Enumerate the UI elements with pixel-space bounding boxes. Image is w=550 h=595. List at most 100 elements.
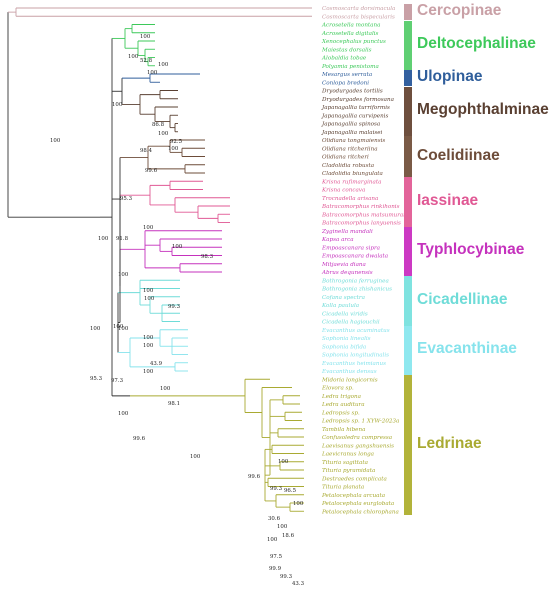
- taxon-label: Xenocephalus punctus: [321, 39, 386, 45]
- support-value: 98.3: [201, 254, 214, 260]
- support-value: 96.5: [284, 488, 297, 494]
- support-value: 99.6: [248, 474, 261, 480]
- taxon-label: Tituria pyramidata: [322, 468, 375, 474]
- taxon-label: Japanagallia spinosa: [321, 122, 380, 128]
- support-value: 100: [143, 343, 154, 349]
- support-value: 100: [112, 102, 123, 108]
- support-value: 98.4: [140, 148, 153, 154]
- taxon-label: Ledra auditura: [321, 402, 365, 408]
- taxon-label: Evacanthus heimianus: [321, 361, 386, 367]
- support-value: 43.9: [150, 361, 163, 367]
- support-value: 91.8: [116, 236, 129, 242]
- support-value: 100: [113, 324, 124, 330]
- taxon-label: Olidiana ritcheriina: [322, 146, 378, 152]
- taxon-label: Kolla paulula: [321, 303, 359, 309]
- clade-bar: [404, 226, 412, 276]
- taxon-label: Japanagallia curvipenis: [321, 113, 388, 119]
- taxon-label: Petalocephala eurglobata: [321, 501, 394, 507]
- taxon-label: Confusoledra compressa: [322, 435, 392, 441]
- support-value: 100: [190, 454, 201, 460]
- taxon-label: Tambila hibena: [322, 427, 365, 433]
- support-value: 100: [158, 62, 169, 68]
- clade-label: Typhlocybinae: [417, 241, 525, 259]
- taxon-label: Laevisanus gangshuensis: [321, 443, 394, 449]
- taxon-label: Laevicranus longa: [321, 452, 374, 458]
- support-value: 100: [144, 296, 155, 302]
- taxon-label: Petalocephala chlorophana: [321, 509, 399, 515]
- support-value: 100: [158, 131, 169, 137]
- support-value: 97.3: [111, 378, 124, 384]
- taxon-label: Krisna rufimarginata: [321, 179, 381, 185]
- clade-bar: [404, 20, 412, 70]
- taxon-label: Japanagallia turriformis: [321, 105, 390, 111]
- taxon-label: Maiestas dorsalis: [321, 47, 372, 53]
- taxon-label: Empoascanara dwalata: [321, 254, 388, 260]
- clade-label: Ledrinae: [417, 435, 482, 453]
- support-value: 99.6: [145, 168, 158, 174]
- clade-bar: [404, 177, 412, 227]
- support-value: 95.3: [90, 376, 103, 382]
- taxon-label: Dryodurgades formosana: [321, 97, 394, 103]
- taxon-label: Bothrogonia ferruginea: [321, 278, 389, 284]
- clade-label: Iassinae: [417, 191, 479, 209]
- support-value: 100: [147, 70, 158, 76]
- support-value: 100: [143, 225, 154, 231]
- taxon-label: Batracomorphus rinkihonis: [321, 204, 400, 210]
- support-value: 100: [50, 138, 61, 144]
- taxon-label: Japanagallia malaisei: [321, 130, 383, 136]
- support-value: 100: [98, 236, 109, 242]
- support-value: 18.6: [282, 533, 295, 539]
- taxon-label: Evacanthus densus: [321, 369, 377, 375]
- taxon-label: Alobaldia tobae: [321, 56, 367, 62]
- clade-label: Coelidiinae: [417, 146, 500, 164]
- taxon-label: Mitjaevia diana: [321, 262, 366, 268]
- support-value: 52.8: [140, 58, 153, 64]
- taxon-label: Batracomorphus lanyuensis: [321, 221, 401, 227]
- clade-bar: [404, 86, 412, 136]
- support-value: 100: [278, 459, 289, 465]
- taxon-label: Cosmoscarta dorsimacula: [322, 6, 395, 12]
- support-value: 100: [293, 501, 304, 507]
- clade-label: Cercopinae: [417, 2, 502, 20]
- taxon-label: Midoria longicornis: [321, 377, 378, 383]
- clade-label: Megophthalminae: [417, 101, 549, 119]
- taxon-label: Conlopa bredoni: [322, 80, 369, 86]
- taxon-label: Trocnadella arisana: [322, 196, 378, 202]
- support-value: 100: [118, 272, 129, 278]
- taxon-label: Sophonia bifida: [322, 344, 366, 350]
- taxon-label: Cosmoscarta bispecularis: [322, 14, 395, 20]
- support-value: 30.6: [268, 516, 281, 522]
- support-value: 100: [160, 386, 171, 392]
- support-value: 95.3: [120, 196, 133, 202]
- support-value: 100: [172, 244, 183, 250]
- taxon-label: Batracomorphus matsumurai: [321, 212, 405, 218]
- taxon-label: Evacanthus acuminatus: [321, 328, 390, 334]
- support-value: 100: [168, 146, 179, 152]
- clade-label: Evacanthinae: [417, 340, 517, 358]
- support-value: 43.3: [292, 581, 305, 587]
- taxon-label: Petalocephala arcuata: [321, 493, 385, 499]
- taxon-label: Sophonia longitudinalis: [322, 353, 389, 359]
- taxon-label: Cicadella hagiouchii: [322, 320, 380, 326]
- support-value: 100: [140, 34, 151, 40]
- taxon-label: Tituria sagittata: [322, 460, 368, 466]
- support-value: 99.6: [133, 436, 146, 442]
- taxon-label: Olidiana ritcheri: [322, 155, 369, 161]
- support-value: 100: [277, 524, 288, 530]
- taxon-label: Elovora sp.: [321, 386, 354, 392]
- support-value: 100: [128, 54, 139, 60]
- taxon-label: Polyamia penistoma: [321, 64, 379, 70]
- support-value: 97.5: [270, 554, 283, 560]
- taxon-label: Mesargus serrata: [321, 72, 372, 78]
- support-value: 100: [267, 537, 278, 543]
- clade-bar: [404, 70, 412, 87]
- support-value: 92.5: [170, 139, 183, 145]
- taxon-label: Cofana spectra: [322, 295, 365, 301]
- support-value: 100: [143, 369, 154, 375]
- taxon-label: Acrosetella digitalis: [321, 31, 379, 37]
- support-value: 99.3: [168, 304, 181, 310]
- taxon-label: Ledropsis sp. 1 XYW-2023a: [321, 419, 399, 425]
- taxon-label: Acrosetella montana: [321, 23, 380, 29]
- taxon-label: Ledropsis sp.: [321, 410, 360, 416]
